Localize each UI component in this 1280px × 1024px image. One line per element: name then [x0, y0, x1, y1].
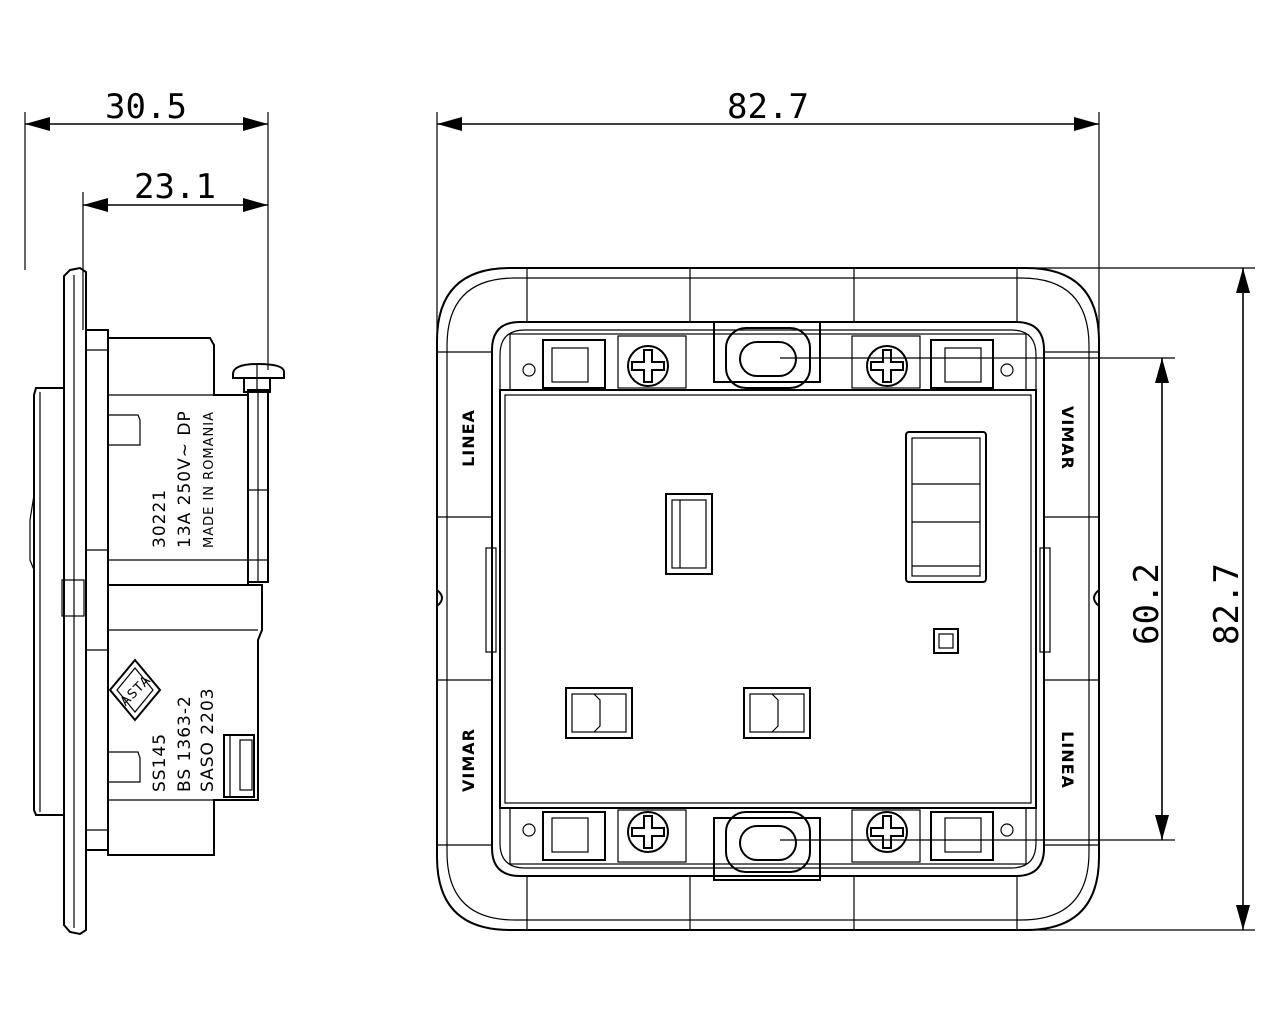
dimension-label-23-1: 23.1	[134, 167, 216, 207]
bottom-left-screw-icon	[627, 811, 669, 853]
frame-outer-outline	[436, 267, 1100, 931]
dimension-front-width: 82.7	[436, 87, 1100, 330]
marking-code: 30221	[150, 489, 170, 548]
top-right-screw-icon	[866, 345, 908, 387]
marking-bs: BS 1363-2	[175, 695, 195, 792]
socket-face-plate	[499, 389, 1037, 809]
front-view: 82.7 82.7 60.2	[436, 87, 1255, 931]
rocker-switch	[905, 431, 987, 583]
neutral-pin-aperture	[743, 687, 811, 739]
top-left-screw-icon	[627, 345, 669, 387]
dimension-label-60-2: 60.2	[1127, 563, 1167, 645]
dimension-side-total-depth: 30.5	[24, 87, 269, 370]
dimension-front-height: 82.7	[1020, 267, 1255, 931]
top-fixing-slot-icon	[713, 321, 821, 389]
dimension-label-82-7-height: 82.7	[1207, 563, 1247, 645]
side-screw-icon	[232, 362, 285, 393]
plate-label-top-right: VIMAR	[1058, 406, 1077, 470]
frame-inner-outline	[491, 321, 1045, 877]
indicator-lamp-icon	[933, 628, 959, 654]
bottom-right-screw-icon	[866, 811, 908, 853]
marking-rating: 13A 250V~ DP	[175, 410, 195, 548]
side-face-outline	[33, 387, 64, 816]
side-plate-outline	[63, 266, 87, 936]
earth-pin-aperture	[665, 493, 713, 575]
dimension-label-82-7-width: 82.7	[727, 87, 809, 127]
certification-logo: ASTA	[108, 658, 162, 722]
dimension-label-30-5: 30.5	[105, 87, 187, 127]
marking-ss: SS145	[150, 733, 170, 792]
bottom-fixing-slot-icon	[713, 811, 821, 881]
dimension-side-body-depth: 23.1	[82, 167, 268, 330]
side-view: 30.5 23.1	[24, 87, 285, 936]
marking-saso: SASO 2203	[198, 687, 218, 792]
live-pin-aperture	[565, 687, 633, 739]
plate-label-top-left: LINEA	[459, 409, 478, 467]
dimension-fixing-centers: 60.2	[780, 357, 1175, 841]
bottom-mechanism-strip	[509, 807, 1027, 865]
plate-label-bottom-left: VIMAR	[459, 728, 478, 792]
plate-label-bottom-right: LINEA	[1058, 731, 1077, 789]
marking-origin: MADE IN ROMANIA	[202, 411, 217, 548]
